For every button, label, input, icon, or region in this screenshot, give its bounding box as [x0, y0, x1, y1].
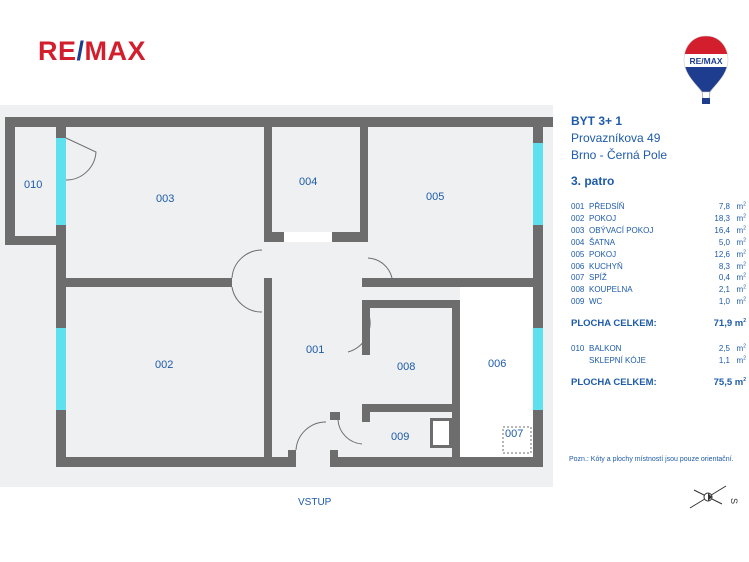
- remax-logo: RE/MAX: [38, 36, 146, 67]
- room-label-001: 001: [306, 344, 324, 356]
- disclaimer-note: Pozn.: Kóty a plochy místností jsou pouz…: [569, 456, 734, 463]
- logo-part-max: MAX: [84, 36, 147, 66]
- logo-slash: /: [76, 36, 85, 66]
- room-label-004: 004: [299, 176, 317, 188]
- balloon-text: RE/MAX: [689, 56, 722, 66]
- total-area-2: PLOCHA CELKEM: 75,5 m2: [571, 376, 746, 388]
- room-label-008: 008: [397, 361, 415, 373]
- room-label-007: 007: [505, 428, 523, 440]
- entrance-label: VSTUP: [298, 497, 332, 508]
- room-label-010: 010: [24, 179, 42, 191]
- compass-icon: S: [689, 485, 739, 509]
- listing-floor: 3. patro: [571, 174, 615, 188]
- listing-info: BYT 3+ 1 Provazníkova 49 Brno - Černá Po…: [571, 113, 746, 402]
- total-area-1: PLOCHA CELKEM: 71,9 m2: [571, 318, 746, 330]
- listing-street: Provazníkova 49: [571, 131, 661, 145]
- room-label-002: 002: [155, 359, 173, 371]
- logo-part-re: RE: [38, 36, 77, 66]
- listing-city: Brno - Černá Pole: [571, 148, 668, 162]
- remax-balloon-icon: RE/MAX: [683, 35, 729, 104]
- listing-title: BYT 3+ 1: [571, 114, 623, 128]
- floor-plan: 010 003 004 005 002 001 008 006 009 007: [0, 105, 553, 487]
- compass-letter: S: [729, 498, 739, 504]
- room-label-009: 009: [391, 431, 409, 443]
- room-label-006: 006: [488, 358, 506, 370]
- room-label-005: 005: [426, 191, 444, 203]
- room-label-003: 003: [156, 193, 174, 205]
